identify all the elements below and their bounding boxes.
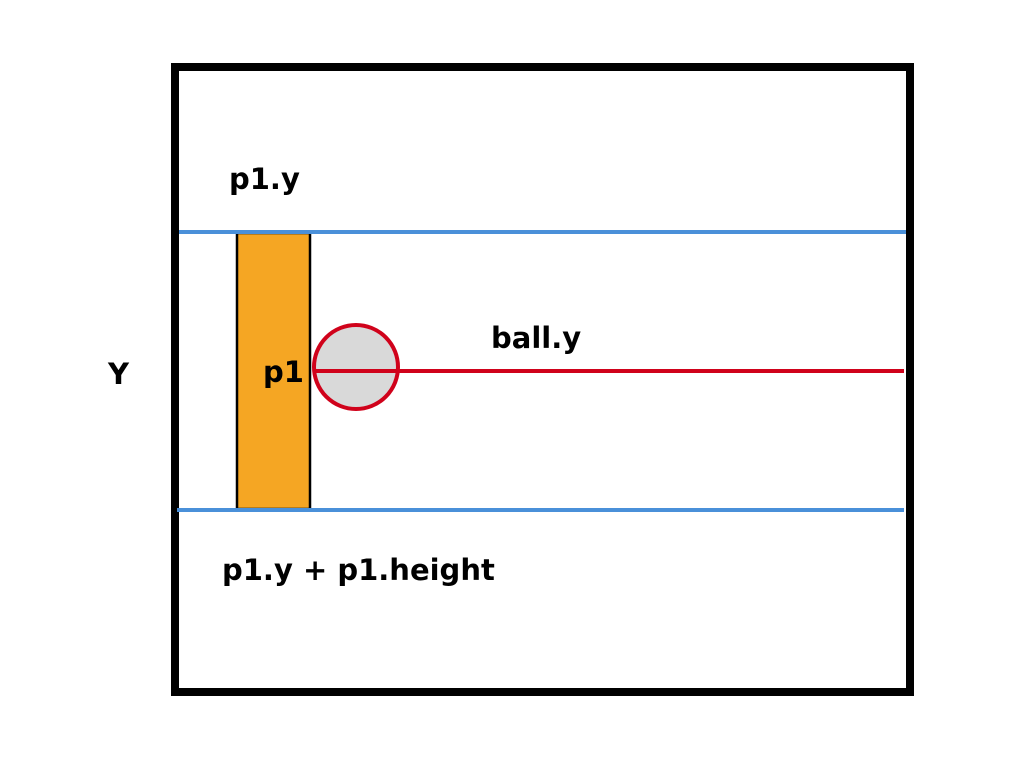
label-p1: p1 [263,355,304,389]
paddle-p1 [237,233,310,509]
label-p1-bottom: p1.y + p1.height [222,553,495,587]
game-frame [171,63,914,696]
ball [314,325,398,409]
ball-outline [312,323,400,411]
label-p1-y: p1.y [229,162,300,196]
label-ball-y: ball.y [491,321,581,355]
axis-label-y: Y [107,357,130,391]
